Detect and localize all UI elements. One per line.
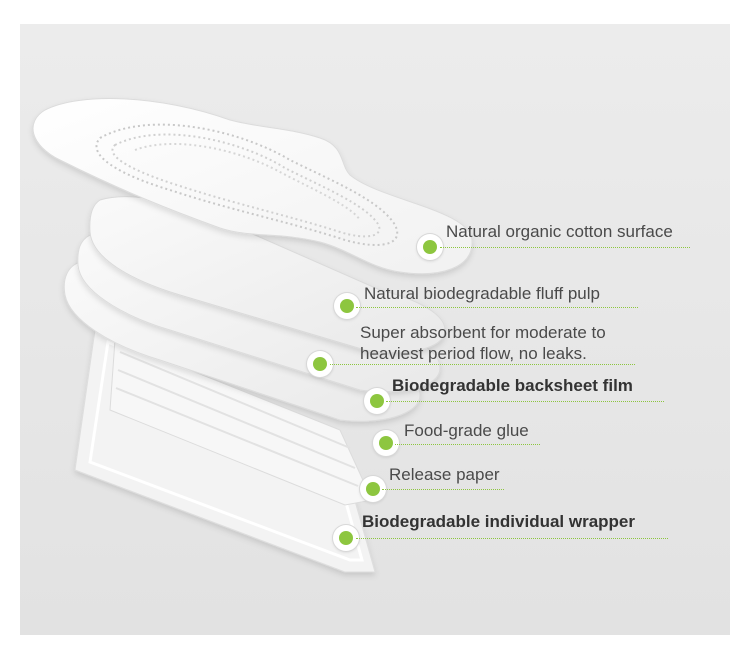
release-paper-layer [109, 339, 373, 506]
callout-dot-glue [373, 430, 399, 456]
callout-dot-pulp [334, 293, 360, 319]
callout-backsheet: Biodegradable backsheet film [392, 376, 633, 395]
callout-dot-surface [417, 234, 443, 260]
callout-absorbent-line2: heaviest period flow, no leaks. [360, 344, 587, 363]
callout-rule-glue [395, 444, 540, 445]
callout-absorbent-line1: Super absorbent for moderate to [360, 323, 606, 342]
callout-rule-surface [440, 247, 690, 248]
cotton-surface-layer [32, 98, 473, 275]
callout-pulp: Natural biodegradable fluff pulp [364, 284, 600, 303]
callout-rule-release [382, 489, 504, 490]
callout-rule-backsheet [386, 401, 664, 402]
callout-surface: Natural organic cotton surface [446, 222, 673, 241]
callout-dot-wrapper [333, 525, 359, 551]
callout-rule-wrapper [356, 538, 668, 539]
callout-rule-absorbent [330, 364, 635, 365]
callout-dot-backsheet [364, 388, 390, 414]
callout-dot-absorbent [307, 351, 333, 377]
callout-release: Release paper [389, 465, 500, 484]
callout-dot-release [360, 476, 386, 502]
callout-rule-pulp [356, 307, 638, 308]
callout-glue: Food-grade glue [404, 421, 529, 440]
callout-wrapper: Biodegradable individual wrapper [362, 512, 635, 531]
